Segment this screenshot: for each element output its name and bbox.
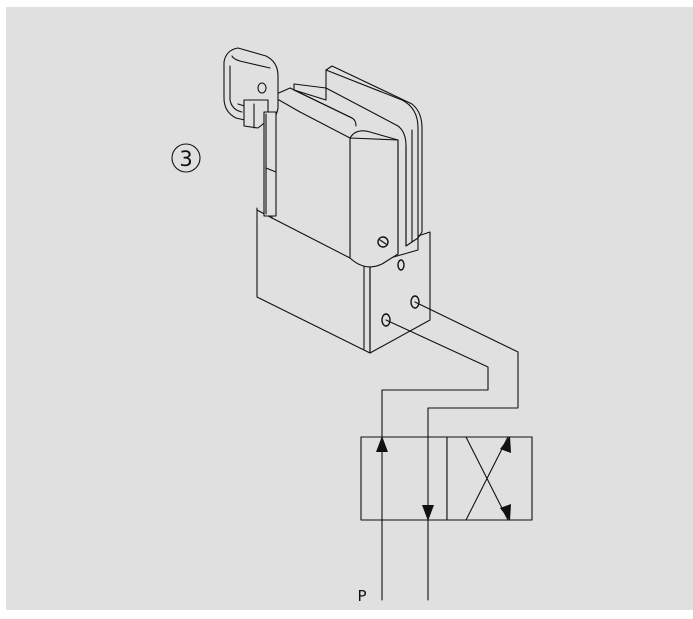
cylinder-housing [349,137,399,268]
cross-arrow-down-icon [500,504,511,521]
port-top [397,259,405,271]
directional-valve [360,436,533,521]
callout-number: 3 [179,147,192,171]
arrow-up-icon [376,436,388,452]
port-b [381,313,391,327]
screw-head [377,236,389,248]
valve-box-left [360,436,448,521]
port-a [410,295,420,309]
clamp-rod [263,111,277,217]
callout-marker: 3 [171,143,201,173]
clamp-body [223,47,431,354]
pressure-port-label: P [357,587,366,605]
arrow-down-icon [422,505,434,521]
valve-box-right [446,436,533,521]
cross-arrow-up-icon [500,436,511,453]
pivot-knob [223,47,279,129]
